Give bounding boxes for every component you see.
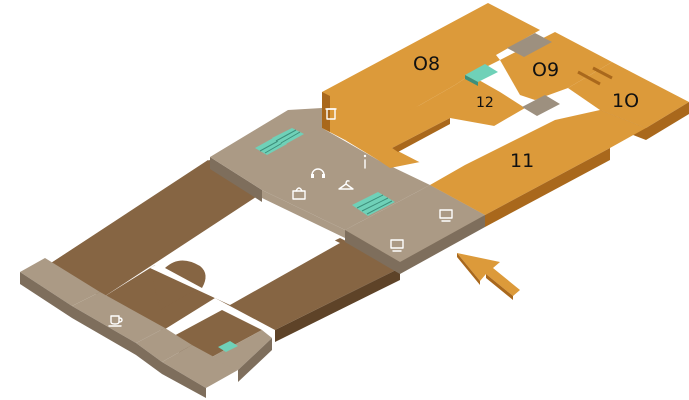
room-label-11: 11: [510, 150, 534, 172]
corridor-lower-right-side: [345, 230, 400, 274]
room-10[interactable]: [568, 62, 689, 128]
entrance-arrow[interactable]: [457, 253, 520, 300]
floor-band-left[interactable]: [48, 160, 262, 298]
service-pad-top: [507, 33, 552, 57]
corridor-left-end[interactable]: [20, 258, 100, 306]
highlighted-rooms-zone: [322, 3, 689, 227]
corridor-lower-right[interactable]: [345, 185, 485, 262]
corridor-upper-side: [210, 157, 262, 202]
floor-band-bottom-right[interactable]: [215, 238, 400, 330]
room-label-08: O8: [413, 53, 440, 75]
monitor-icon[interactable]: [439, 209, 453, 222]
hanger-icon[interactable]: [338, 180, 354, 190]
shop-bag-icon[interactable]: [292, 187, 306, 200]
coffee-icon[interactable]: [108, 315, 123, 327]
room-label-10: 1O: [612, 90, 639, 112]
main-floor-zone: [48, 160, 400, 368]
stairs-icon[interactable]: [352, 192, 395, 216]
stairs-group: [218, 64, 498, 352]
floor-band-bottom-right-side: [275, 268, 400, 342]
trash-icon[interactable]: [325, 108, 337, 120]
stairs-icon[interactable]: [272, 128, 304, 145]
room-12[interactable]: [345, 75, 525, 168]
info-icon[interactable]: [363, 154, 367, 169]
stairs-icon[interactable]: [218, 341, 238, 352]
corridor-bottom-corner[interactable]: [210, 330, 272, 370]
corridor-bottom-mid[interactable]: [136, 328, 192, 362]
corridor-bottom-right[interactable]: [162, 345, 238, 388]
room-label-12: 12: [476, 95, 494, 111]
stairs-icon[interactable]: [465, 64, 498, 86]
room-11[interactable]: [430, 110, 646, 215]
room-08[interactable]: [322, 3, 540, 140]
monitor-icon[interactable]: [390, 239, 404, 252]
room-label-09: O9: [532, 59, 559, 81]
service-pad-mid: [522, 95, 560, 116]
headphones-icon[interactable]: [311, 168, 325, 178]
atrium-void: [392, 118, 500, 165]
